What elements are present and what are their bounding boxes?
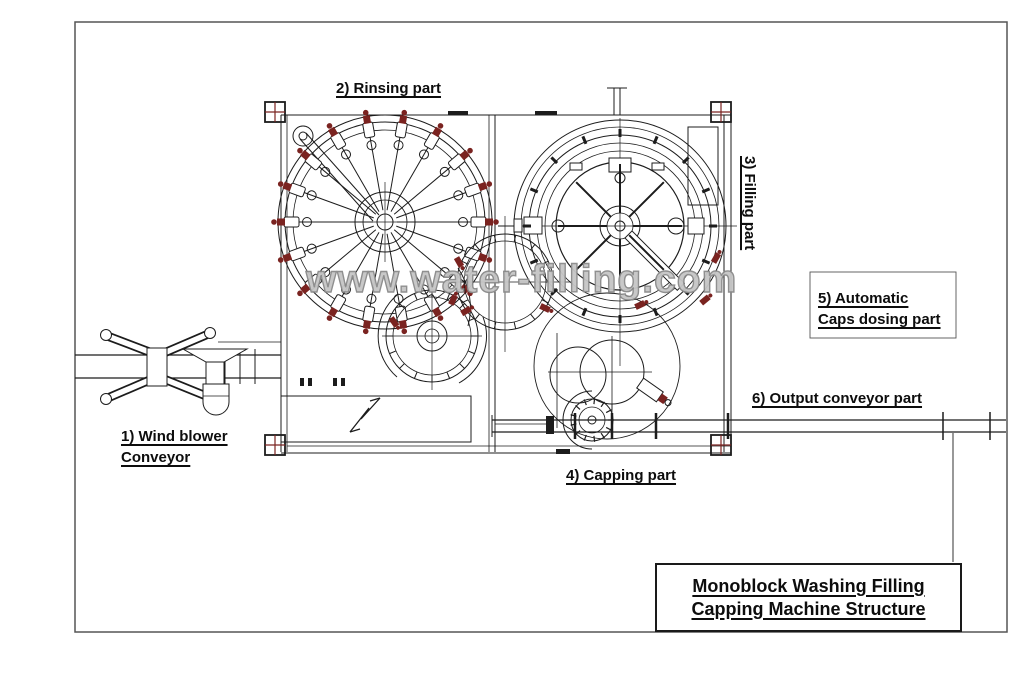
- output-conveyor: [491, 412, 1006, 562]
- label-wind-blower-conveyor: 1) Wind blower Conveyor: [121, 426, 228, 468]
- caps-dosing-box: [809, 271, 957, 339]
- label-output-conveyor-part: 6) Output conveyor part: [752, 390, 923, 407]
- filling-carousel: [498, 118, 737, 366]
- electrical-box: [280, 378, 472, 443]
- label-caps-dosing-part: 5) Automatic Caps dosing part: [818, 288, 941, 330]
- label-caps-dosing-line2: Caps dosing part: [818, 311, 941, 328]
- rinsing-spokes-and-grippers: [271, 109, 499, 335]
- filling-wheel-spokes: [558, 164, 682, 288]
- title-block: Monoblock Washing Filling Capping Machin…: [655, 563, 962, 632]
- frame-corner-markers: [264, 101, 732, 456]
- label-wind-blower-line2: Conveyor: [121, 449, 191, 466]
- bottle-clamp-accents: [388, 249, 722, 330]
- bottle-star-teeth: [386, 290, 478, 382]
- wind-blower-conveyor: [75, 327, 281, 416]
- label-caps-dosing-line1: 5) Automatic: [818, 290, 909, 307]
- label-rinsing-part: 2) Rinsing part: [336, 80, 442, 97]
- label-wind-blower-line1: 1) Wind blower: [121, 428, 228, 445]
- watermark-text: www.water-filling.com: [305, 257, 738, 301]
- transfer-star-teeth: [457, 235, 553, 329]
- label-filling-part: 3) Filling part: [741, 156, 758, 251]
- title-line-1: Monoblock Washing Filling: [692, 575, 925, 596]
- page-border: [74, 21, 1008, 633]
- label-capping-part: 4) Capping part: [566, 467, 677, 484]
- title-line-2: Capping Machine Structure: [691, 598, 926, 619]
